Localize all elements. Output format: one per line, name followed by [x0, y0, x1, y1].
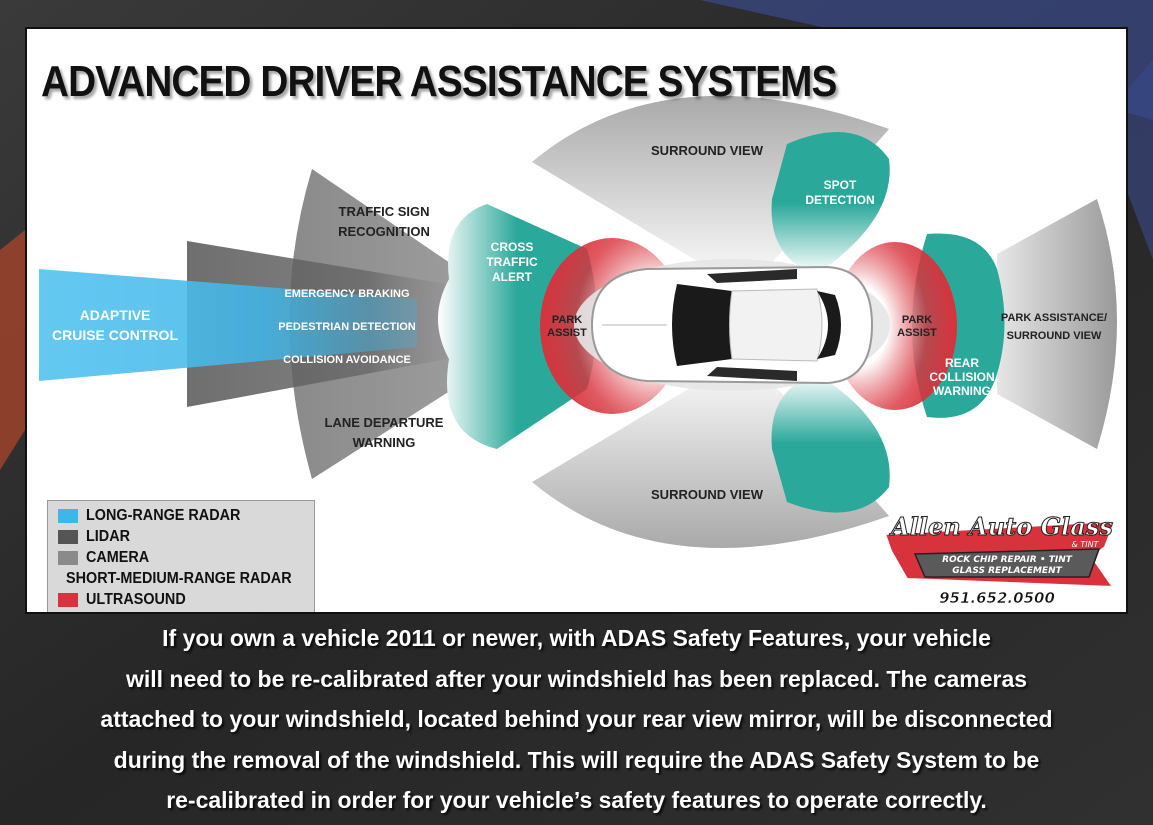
long-range-radar-zone	[39, 269, 417, 381]
legend-label: ULTRASOUND	[86, 590, 186, 608]
notice-line: If you own a vehicle 2011 or newer, with…	[162, 625, 991, 651]
label-traffic-sign-recognition: TRAFFIC SIGN RECOGNITION	[338, 204, 430, 239]
svg-text:WARNING: WARNING	[353, 435, 416, 450]
svg-text:DETECTION: DETECTION	[805, 193, 874, 207]
svg-text:TRAFFIC: TRAFFIC	[486, 255, 538, 269]
legend-item: SHORT-MEDIUM-RANGE RADAR	[58, 568, 314, 589]
park-assist-rear-zone	[833, 242, 957, 410]
notice-line: attached to your windshield, located beh…	[100, 706, 1053, 732]
label-park-assistance-surround-view: PARK ASSISTANCE/ SURROUND VIEW	[1001, 312, 1107, 342]
svg-text:CROSS: CROSS	[491, 240, 534, 254]
legend-label: SHORT-MEDIUM-RANGE RADAR	[66, 569, 292, 587]
svg-text:GLASS REPLACEMENT: GLASS REPLACEMENT	[952, 566, 1062, 576]
svg-text:PARK: PARK	[902, 314, 932, 326]
legend-label: LONG-RANGE RADAR	[86, 506, 241, 524]
legend-item: LIDAR	[58, 526, 314, 547]
notice-line: will need to be re-calibrated after your…	[125, 665, 1028, 692]
label-surround-view-top: SURROUND VIEW	[651, 143, 764, 158]
legend-swatch-camera	[58, 550, 78, 565]
svg-text:ADAPTIVE: ADAPTIVE	[80, 307, 151, 323]
svg-text:CRUISE CONTROL: CRUISE CONTROL	[52, 327, 178, 343]
spot-detection-bottom-zone	[771, 374, 890, 513]
svg-text:951.652.0500: 951.652.0500	[939, 589, 1055, 607]
label-park-assist-front: PARK ASSIST	[547, 314, 587, 339]
svg-text:ROCK CHIP REPAIR • TINT: ROCK CHIP REPAIR • TINT	[942, 555, 1073, 565]
svg-text:PARK ASSISTANCE/: PARK ASSISTANCE/	[1001, 312, 1107, 324]
svg-text:ALERT: ALERT	[492, 270, 533, 284]
svg-text:TRAFFIC SIGN: TRAFFIC SIGN	[339, 204, 430, 219]
svg-text:& TINT: & TINT	[1072, 540, 1100, 549]
label-park-assist-rear: PARK ASSIST	[897, 314, 937, 339]
label-cross-traffic-alert: CROSS TRAFFIC ALERT	[486, 240, 538, 284]
adas-diagram-panel: ADAPTIVE CRUISE CONTROL EMERGENCY BRAKIN…	[25, 27, 1128, 614]
label-adaptive-cruise-control: ADAPTIVE CRUISE CONTROL	[52, 307, 178, 343]
svg-text:LANE DEPARTURE: LANE DEPARTURE	[325, 415, 444, 430]
spot-detection-zone	[771, 132, 890, 274]
legend: LONG-RANGE RADAR LIDAR CAMERA SHORT-MEDI…	[47, 500, 315, 612]
legend-swatch-lidar	[58, 529, 78, 544]
notice-line: during the removal of the windshield. Th…	[113, 746, 1040, 773]
svg-text:PARK: PARK	[552, 314, 582, 326]
label-surround-view-bottom: SURROUND VIEW	[651, 487, 764, 502]
label-rear-collision-warning: REAR COLLISION WARNING	[929, 356, 994, 398]
legend-label: LIDAR	[86, 527, 131, 545]
svg-text:ASSIST: ASSIST	[547, 327, 587, 339]
svg-text:Allen Auto Glass: Allen Auto Glass	[889, 512, 1113, 541]
label-collision-avoidance: COLLISION AVOIDANCE	[283, 354, 411, 366]
svg-text:RECOGNITION: RECOGNITION	[338, 224, 430, 239]
legend-item: ULTRASOUND	[58, 589, 314, 610]
rear-camera-zone	[997, 199, 1117, 449]
adas-diagram: ADAPTIVE CRUISE CONTROL EMERGENCY BRAKIN…	[39, 95, 1117, 549]
page-title: ADVANCED DRIVER ASSISTANCE SYSTEMS	[41, 57, 837, 106]
cross-traffic-alert-zone	[438, 204, 597, 449]
label-emergency-braking: EMERGENCY BRAKING	[284, 288, 409, 300]
car-top-view	[574, 259, 890, 391]
svg-text:WARNING: WARNING	[933, 384, 991, 398]
svg-text:ASSIST: ASSIST	[897, 327, 937, 339]
svg-text:SPOT: SPOT	[824, 178, 857, 192]
legend-item: CAMERA	[58, 547, 314, 568]
label-lane-departure-warning: LANE DEPARTURE WARNING	[325, 415, 444, 450]
legend-swatch-long-range-radar	[58, 508, 78, 523]
svg-text:COLLISION: COLLISION	[929, 370, 994, 384]
label-pedestrian-detection: PEDESTRIAN DETECTION	[278, 321, 416, 333]
legend-swatch-ultrasound	[58, 592, 78, 607]
notice-line: re-calibrated in order for your vehicle’…	[166, 787, 987, 813]
svg-text:SURROUND VIEW: SURROUND VIEW	[1007, 330, 1102, 342]
allen-auto-glass-logo: Allen Auto Glass & TINT ROCK CHIP REPAIR…	[883, 512, 1117, 607]
label-spot-detection: SPOT DETECTION	[805, 178, 874, 207]
legend-item: LONG-RANGE RADAR	[58, 505, 314, 526]
svg-text:REAR: REAR	[945, 356, 979, 370]
calibration-notice: If you own a vehicle 2011 or newer, with…	[20, 618, 1133, 818]
legend-label: CAMERA	[86, 548, 150, 566]
